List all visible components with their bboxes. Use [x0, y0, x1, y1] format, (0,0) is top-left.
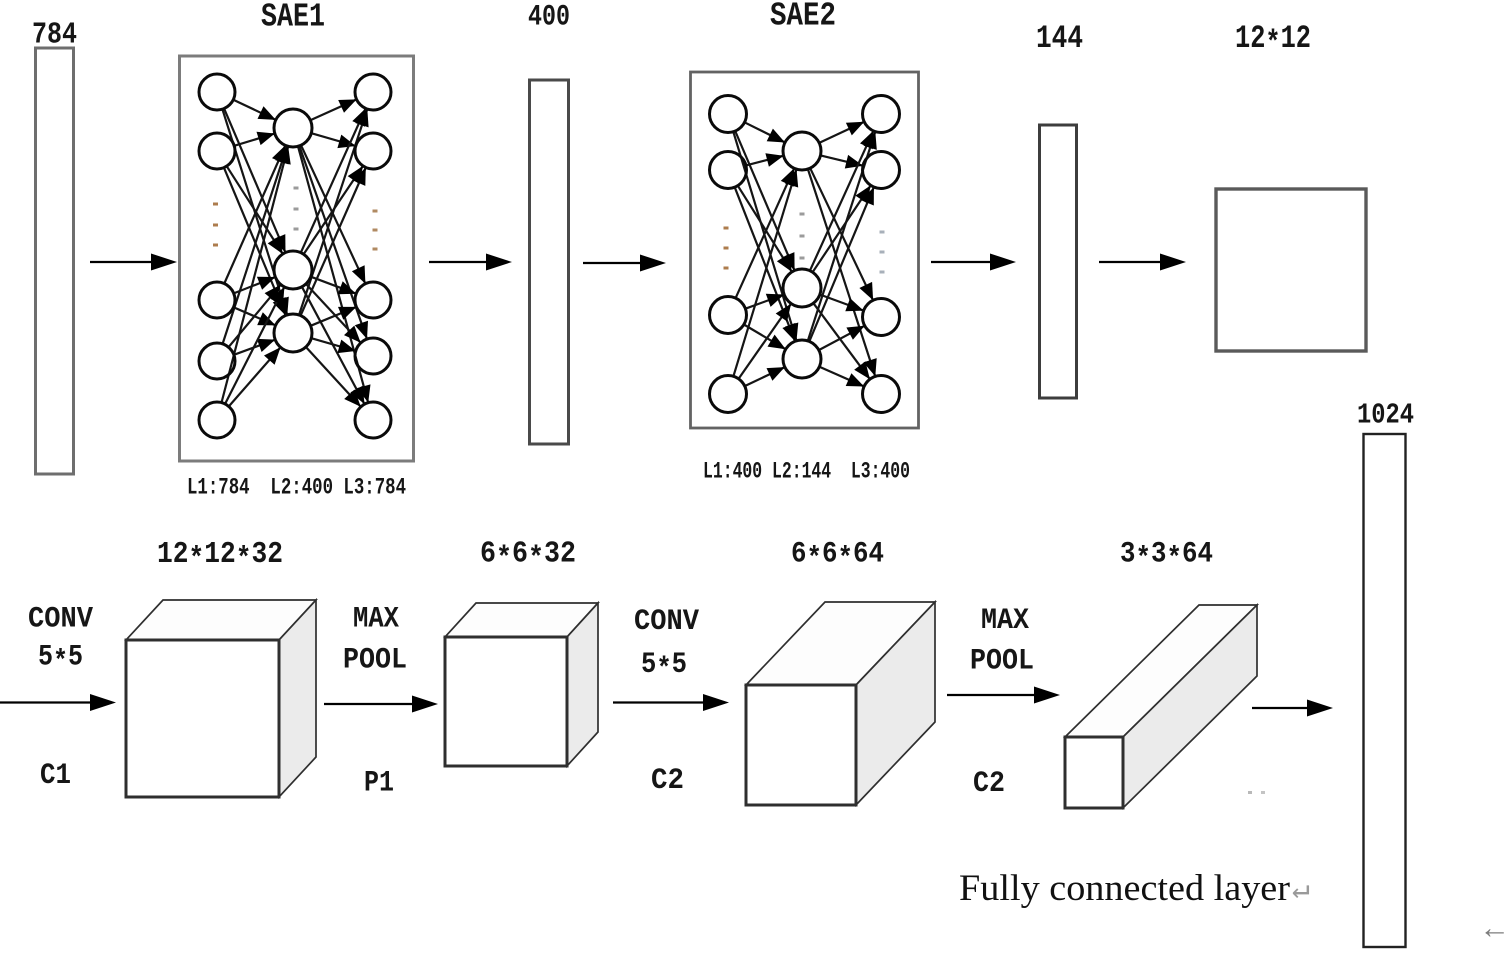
svg-text:SAE2: SAE2 — [770, 0, 836, 35]
svg-text:↵: ↵ — [1292, 872, 1310, 905]
svg-text:784: 784 — [32, 18, 77, 53]
svg-text:6*​6*​64: 6*​6*​64 — [791, 538, 884, 577]
svg-text:P1: P1 — [364, 767, 394, 801]
svg-text:Fully connected layer: Fully connected layer — [959, 868, 1290, 909]
svg-text:144: 144 — [1036, 20, 1083, 57]
svg-text:POOL: POOL — [343, 644, 407, 678]
svg-text:400: 400 — [528, 1, 570, 35]
svg-text:3*​3*​64: 3*​3*​64 — [1120, 538, 1213, 577]
svg-text:MAX: MAX — [981, 604, 1029, 638]
svg-text:SAE1: SAE1 — [261, 0, 325, 36]
svg-text:L1:400 L2:144 L3:400: L1:400 L2:144 L3:400 — [703, 459, 910, 485]
svg-text:C2: C2 — [651, 764, 684, 798]
svg-text:12*​12*​32: 12*​12*​32 — [157, 537, 283, 577]
svg-text:6*​6*​32: 6*​6*​32 — [480, 537, 576, 577]
svg-text:←: ← — [1479, 910, 1505, 945]
svg-text:POOL: POOL — [970, 645, 1034, 679]
svg-text:5*​5: 5*​5 — [38, 641, 83, 680]
svg-text:5*​5: 5*​5 — [641, 648, 687, 687]
svg-text:12*​12: 12*​12 — [1235, 20, 1311, 62]
svg-text:CONV: CONV — [634, 605, 699, 639]
svg-text:CONV: CONV — [28, 603, 93, 637]
svg-text:C2: C2 — [973, 767, 1005, 801]
svg-text:MAX: MAX — [353, 603, 399, 637]
svg-text:C1: C1 — [40, 759, 71, 793]
svg-text:1024: 1024 — [1357, 399, 1414, 432]
svg-text:L1:784 L2:400 L3:784: L1:784 L2:400 L3:784 — [187, 475, 406, 501]
